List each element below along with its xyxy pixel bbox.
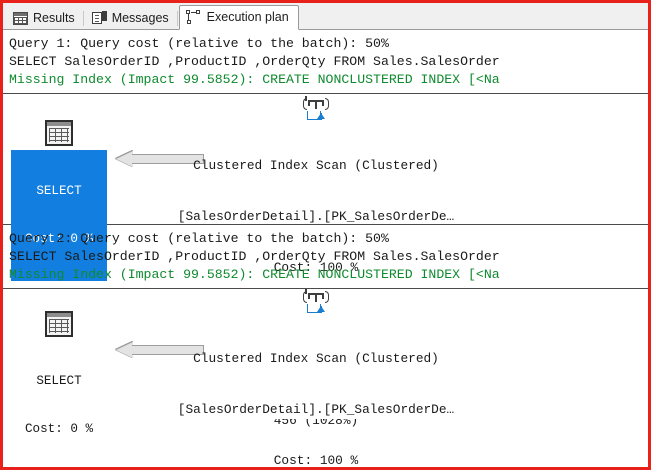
query-1-plan-diagram[interactable]: SELECT Cost: 0 %	[3, 94, 648, 428]
clustered-index-scan-icon	[303, 96, 329, 120]
result-grid-icon	[45, 120, 73, 146]
query-2-header: Query 2: Query cost (relative to the bat…	[9, 231, 389, 246]
query-2-sql: SELECT SalesOrderID ,ProductID ,OrderQty…	[9, 249, 500, 264]
query-2-select-title: SELECT	[36, 374, 82, 388]
query-2-plan-diagram[interactable]: SELECT Cost: 0 %	[3, 289, 648, 467]
arrow-head-icon	[116, 151, 133, 167]
query-2-separator	[3, 288, 648, 289]
query-1-sql: SELECT SalesOrderID ,ProductID ,OrderQty…	[9, 54, 500, 69]
plan-tree-icon	[185, 10, 202, 25]
query-1-scan-cost: Cost: 100 %	[273, 260, 359, 275]
query-1-missing-index[interactable]: Missing Index (Impact 99.5852): CREATE N…	[9, 72, 500, 87]
query-1-data-flow-arrow[interactable]	[116, 151, 204, 167]
query-block-divider	[3, 224, 648, 225]
query-2-select-labels: SELECT Cost: 0 %	[11, 341, 107, 467]
clustered-index-scan-icon	[303, 289, 329, 313]
tab-execution-plan-label: Execution plan	[206, 10, 289, 25]
query-1-select-title: SELECT	[36, 184, 82, 198]
tab-results-label: Results	[33, 10, 75, 25]
query-2-scan-cost: Cost: 100 %	[273, 453, 359, 468]
query-block-2: Query 2: Query cost (relative to the bat…	[3, 225, 648, 467]
arrow-shaft	[132, 154, 204, 164]
query-2-scan-line1: Clustered Index Scan (Clustered)	[193, 351, 439, 366]
query-2-select-cost: Cost: 0 %	[24, 422, 94, 436]
execution-plan-content[interactable]: Query 1: Query cost (relative to the bat…	[3, 30, 648, 467]
tab-messages[interactable]: Messages	[84, 6, 179, 29]
query-1-select-cost: Cost: 0 %	[24, 232, 94, 246]
query-2-clustered-index-scan-operator[interactable]: Clustered Index Scan (Clustered) [SalesO…	[151, 289, 481, 468]
query-2-scan-line2: [SalesOrderDetail].[PK_SalesOrderDe…	[177, 402, 455, 417]
result-grid-icon	[45, 311, 73, 337]
arrow-head-icon	[116, 342, 133, 358]
arrow-shaft	[132, 345, 204, 355]
tab-execution-plan[interactable]: Execution plan	[178, 5, 299, 30]
query-1-scan-line1: Clustered Index Scan (Clustered)	[193, 158, 439, 173]
query-2-missing-index[interactable]: Missing Index (Impact 99.5852): CREATE N…	[9, 267, 500, 282]
query-1-select-labels: SELECT Cost: 0 %	[11, 150, 107, 281]
document-icon	[91, 11, 107, 25]
results-pane-tabbar: Results Messages Execution plan	[3, 3, 648, 30]
query-2-data-flow-arrow[interactable]	[116, 342, 204, 358]
query-block-1: Query 1: Query cost (relative to the bat…	[3, 30, 648, 428]
tab-results[interactable]: Results	[6, 6, 85, 29]
query-1-scan-line2: [SalesOrderDetail].[PK_SalesOrderDe…	[177, 209, 455, 224]
query-1-separator	[3, 93, 648, 94]
tab-messages-label: Messages	[111, 10, 169, 25]
query-1-select-operator[interactable]: SELECT Cost: 0 %	[11, 120, 107, 281]
grid-icon	[13, 11, 28, 25]
query-1-header: Query 1: Query cost (relative to the bat…	[9, 36, 389, 51]
query-2-select-operator[interactable]: SELECT Cost: 0 %	[11, 311, 107, 467]
